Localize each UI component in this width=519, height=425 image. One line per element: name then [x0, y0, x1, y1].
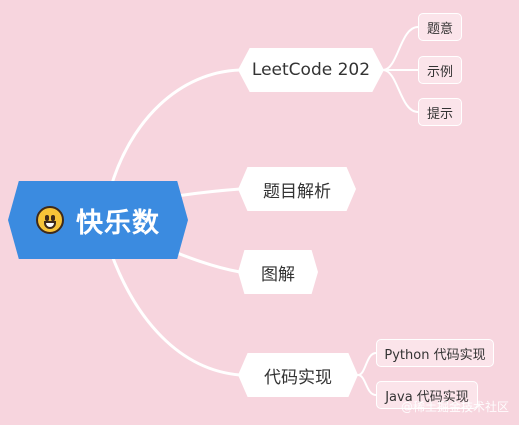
- branch-diagram-label: 图解: [261, 264, 295, 285]
- leaf-yiyi[interactable]: 题意: [418, 13, 462, 41]
- leaf-shili-label: 示例: [426, 64, 453, 80]
- leaf-python-label: Python 代码实现: [384, 347, 486, 363]
- branch-code-label: 代码实现: [264, 367, 332, 388]
- edge-code-java: [357, 374, 377, 396]
- root-label: 快乐数: [76, 207, 160, 239]
- leaf-java[interactable]: Java 代码实现: [376, 381, 478, 409]
- edge-code-python: [357, 352, 377, 376]
- branch-leetcode-label: LeetCode 202: [251, 60, 371, 80]
- smiley-icon: [36, 206, 64, 234]
- branch-diagram[interactable]: 图解: [238, 250, 318, 294]
- leaf-python[interactable]: Python 代码实现: [376, 339, 494, 367]
- branch-analysis[interactable]: 题目解析: [238, 167, 356, 211]
- leaf-tishi-label: 提示: [426, 106, 453, 122]
- edge-leetcode-tishi: [382, 69, 419, 113]
- edge-root-leetcode: [108, 68, 242, 192]
- leaf-java-label: Java 代码实现: [385, 389, 469, 405]
- branch-code[interactable]: 代码实现: [238, 353, 358, 397]
- edge-root-code: [108, 248, 242, 377]
- watermark: @稀土掘金技术社区: [400, 400, 509, 414]
- edge-leetcode-yiyi: [382, 26, 419, 71]
- branch-leetcode[interactable]: LeetCode 202: [238, 48, 384, 92]
- branch-analysis-label: 题目解析: [263, 181, 331, 202]
- leaf-yiyi-label: 题意: [426, 21, 453, 37]
- leaf-shili[interactable]: 示例: [418, 56, 462, 84]
- root-node[interactable]: 快乐数: [8, 181, 188, 259]
- leaf-tishi[interactable]: 提示: [418, 98, 462, 126]
